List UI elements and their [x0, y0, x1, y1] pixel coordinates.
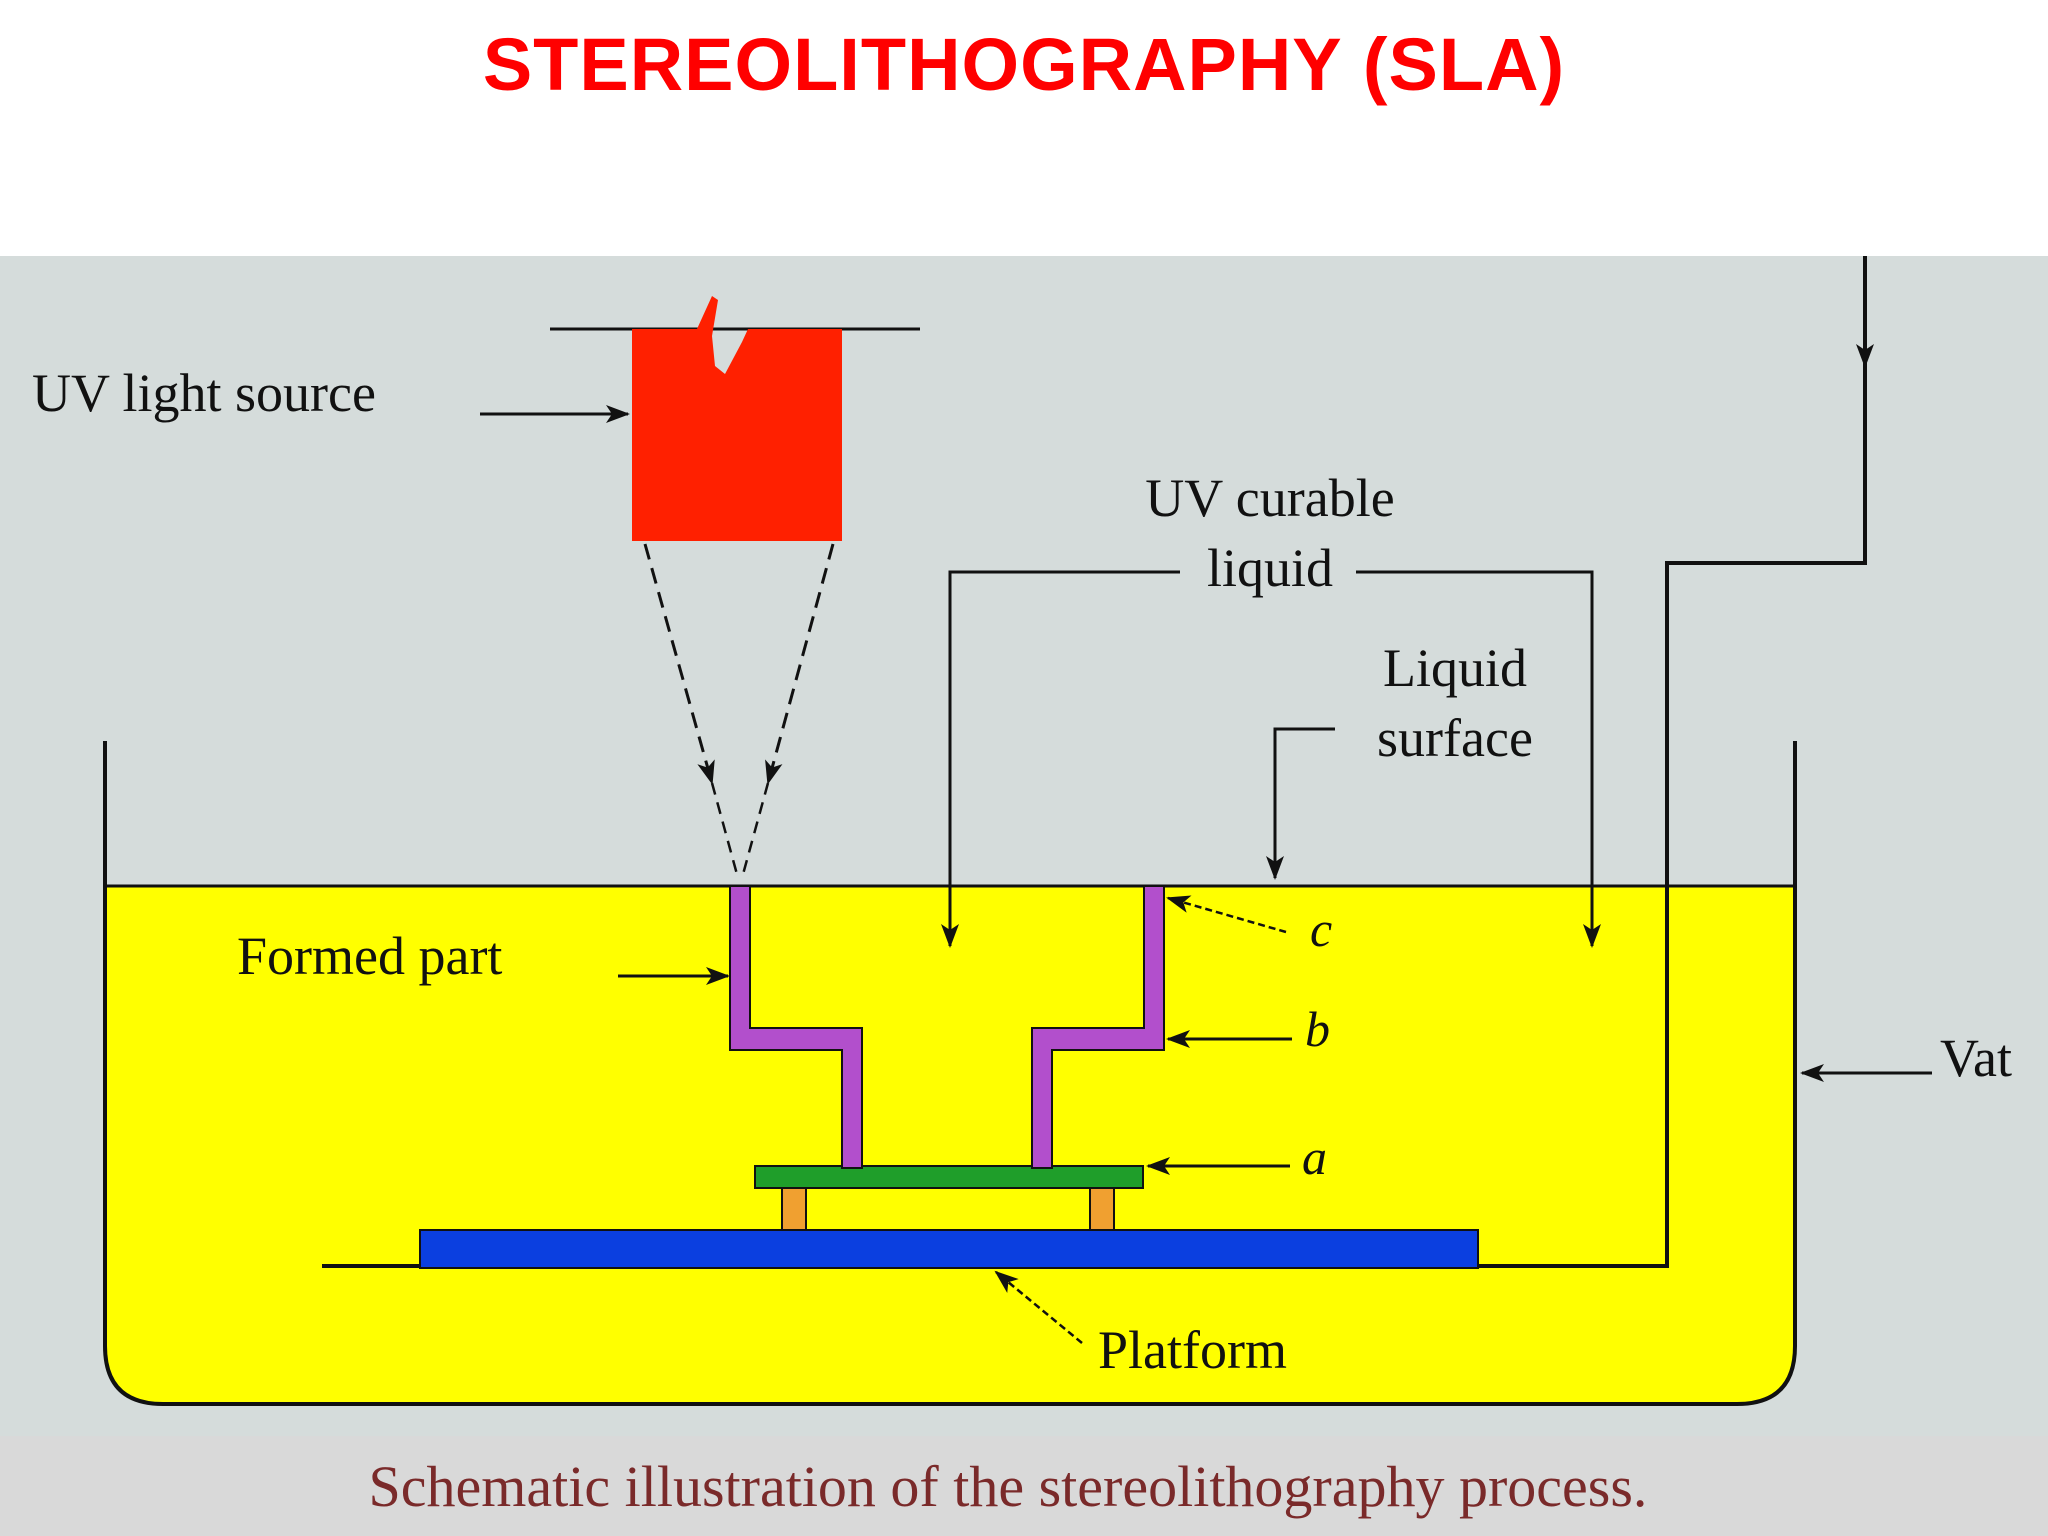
vat-label: Vat [1940, 1028, 2012, 1088]
slide-title: STEREOLITHOGRAPHY (SLA) [482, 23, 1566, 106]
uv-beam-focus-left [710, 782, 740, 879]
sla-diagram: UV light source UV curable liquid Liquid… [0, 256, 2048, 1536]
platform-arrow [994, 1270, 1083, 1344]
uv-beam-focus-right [740, 782, 770, 879]
layer-a-label: a [1302, 1129, 1327, 1185]
support-post-right [1089, 1185, 1115, 1231]
layer-c-arrow [1166, 895, 1287, 934]
liquid-surface-arrow [1266, 727, 1335, 880]
layer-a [754, 1165, 1144, 1189]
uv-beam-left [643, 543, 715, 785]
platform-label: Platform [1098, 1320, 1287, 1380]
formed-part-label: Formed part [237, 926, 502, 986]
uv-curable-label-line2: liquid [1207, 538, 1333, 598]
uv-curable-arrow-right [1356, 570, 1601, 948]
liquid-surface-label-line1: Liquid [1383, 638, 1527, 698]
uv-light-source-label: UV light source [32, 363, 376, 423]
uv-curable-label-line1: UV curable [1145, 468, 1394, 528]
layer-c-label: c [1310, 901, 1332, 957]
layer-b-label: b [1305, 1001, 1330, 1057]
support-post-left [781, 1185, 807, 1231]
uv-light-source-block [632, 296, 842, 541]
uv-beam-right [765, 543, 835, 785]
liquid-surface-label-line2: surface [1377, 708, 1533, 768]
formed-part-left-wall [729, 885, 863, 1169]
vat [103, 741, 1797, 1406]
platform [419, 1229, 1479, 1269]
uv-curable-arrow-left [941, 570, 1180, 948]
caption-background [0, 1436, 2048, 1536]
formed-part-right-wall [1031, 885, 1165, 1169]
figure-caption: Schematic illustration of the stereolith… [369, 1454, 1648, 1519]
uv-curable-liquid [105, 886, 1795, 1404]
